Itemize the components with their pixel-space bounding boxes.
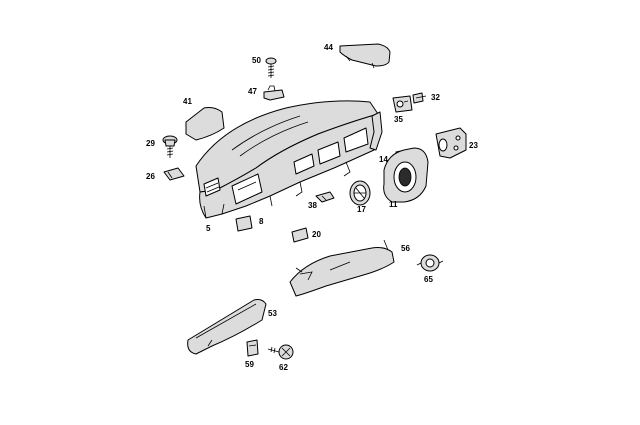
label-41: 41 bbox=[183, 97, 192, 106]
label-23: 23 bbox=[469, 141, 478, 150]
part-53-knee-bolster bbox=[187, 299, 267, 355]
part-11-vent-housing bbox=[383, 147, 429, 203]
part-56-lower-cover bbox=[289, 239, 395, 297]
part-59-clip bbox=[246, 339, 259, 357]
label-26: 26 bbox=[146, 172, 155, 181]
part-29-screw bbox=[162, 135, 178, 158]
label-44: 44 bbox=[324, 43, 333, 52]
part-32-screw bbox=[412, 92, 427, 104]
part-38-bracket bbox=[315, 191, 335, 203]
part-65-clip bbox=[416, 254, 444, 272]
part-8-panel bbox=[235, 215, 253, 232]
part-50-screw bbox=[265, 57, 277, 78]
label-5: 5 bbox=[206, 224, 211, 233]
label-11: 11 bbox=[389, 200, 398, 209]
part-5-dashboard bbox=[195, 100, 383, 219]
part-23-side-vent bbox=[435, 127, 467, 159]
part-62-screw bbox=[267, 344, 294, 360]
part-20-pad bbox=[291, 227, 309, 243]
label-8: 8 bbox=[259, 217, 264, 226]
label-50: 50 bbox=[252, 56, 261, 65]
label-35: 35 bbox=[394, 115, 403, 124]
label-20: 20 bbox=[312, 230, 321, 239]
label-59: 59 bbox=[245, 360, 254, 369]
part-44-cover bbox=[339, 43, 391, 69]
label-65: 65 bbox=[424, 275, 433, 284]
part-17-vent bbox=[349, 180, 371, 206]
part-35-bracket bbox=[392, 95, 413, 113]
label-17: 17 bbox=[357, 205, 366, 214]
part-41-panel bbox=[185, 107, 225, 141]
label-53: 53 bbox=[268, 309, 277, 318]
label-38: 38 bbox=[308, 201, 317, 210]
label-56: 56 bbox=[401, 244, 410, 253]
label-32: 32 bbox=[431, 93, 440, 102]
label-29: 29 bbox=[146, 139, 155, 148]
label-14: 14 bbox=[379, 155, 388, 164]
label-62: 62 bbox=[279, 363, 288, 372]
part-47-clip bbox=[263, 85, 285, 101]
part-26-clip bbox=[163, 167, 185, 181]
label-47: 47 bbox=[248, 87, 257, 96]
